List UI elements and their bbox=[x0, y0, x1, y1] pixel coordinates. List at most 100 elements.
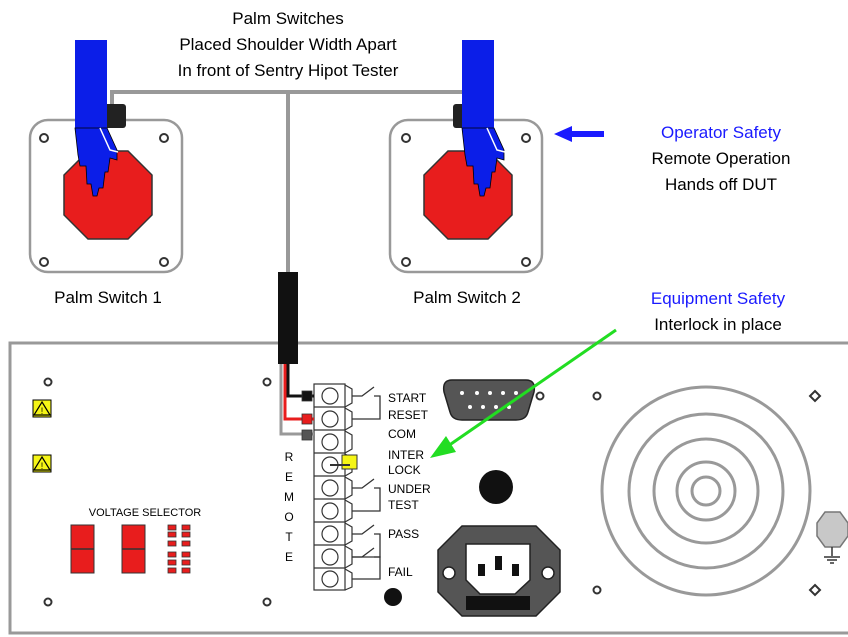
panel-screw-icon bbox=[592, 391, 602, 401]
panel-screw-icon bbox=[808, 583, 822, 597]
ground-stud bbox=[816, 511, 848, 564]
operator-safety-title: Operator Safety bbox=[661, 123, 782, 142]
under-test-contact-symbol bbox=[352, 478, 381, 512]
hipot-tester-rear-panel: ! ! VOLTAGE SELECTOR bbox=[8, 341, 848, 635]
warning-label-2: ! bbox=[32, 454, 52, 473]
terminal-label-fail: FAIL bbox=[388, 565, 413, 579]
equipment-safety-line-1: Interlock in place bbox=[654, 315, 782, 334]
serial-port[interactable] bbox=[442, 379, 536, 421]
hand-arm bbox=[75, 40, 107, 128]
fuse-drawer bbox=[466, 596, 530, 610]
small-knob[interactable] bbox=[384, 588, 402, 606]
interlock-pointer bbox=[430, 328, 617, 458]
terminal-screw-icon bbox=[321, 525, 339, 543]
terminal-label-reset: RESET bbox=[388, 408, 429, 422]
power-inlet[interactable] bbox=[437, 525, 561, 617]
warning-label-1: ! bbox=[32, 399, 52, 418]
terminal-label-pass: PASS bbox=[388, 527, 419, 541]
hand-fingers bbox=[461, 127, 505, 197]
svg-text:!: ! bbox=[41, 406, 44, 416]
remote-letter: E bbox=[285, 550, 293, 564]
terminal-screw-icon bbox=[321, 548, 339, 566]
arrow-left-icon bbox=[554, 126, 604, 142]
inlet-screw-icon bbox=[541, 566, 555, 580]
remote-label: R E M O T E bbox=[284, 450, 294, 564]
header-line-1: Palm Switches bbox=[232, 9, 343, 28]
operator-safety-callout: Operator Safety Remote Operation Hands o… bbox=[554, 123, 790, 194]
fan-grille bbox=[600, 385, 812, 597]
panel-screw-icon bbox=[592, 585, 602, 595]
panel-frame bbox=[8, 341, 848, 635]
palm-switch-2-label: Palm Switch 2 bbox=[413, 288, 521, 307]
voltage-selector: VOLTAGE SELECTOR bbox=[70, 507, 202, 574]
pass-contact-symbol bbox=[352, 524, 381, 558]
mount-hole-icon bbox=[401, 257, 411, 267]
mount-hole-icon bbox=[39, 133, 49, 143]
warning-icon bbox=[32, 400, 52, 416]
header-caption: Palm Switches Placed Shoulder Width Apar… bbox=[178, 9, 399, 80]
mount-hole-icon bbox=[159, 257, 169, 267]
remote-terminal-block bbox=[313, 383, 358, 591]
ground-terminal-knob[interactable] bbox=[479, 470, 513, 504]
hand-icon bbox=[461, 40, 506, 197]
terminal-screw-icon bbox=[321, 433, 339, 451]
ground-symbol-icon bbox=[824, 556, 840, 564]
remote-letter: R bbox=[285, 450, 294, 464]
terminal-screw-icon bbox=[321, 502, 339, 520]
panel-screw-icon bbox=[808, 389, 822, 403]
serial-port-shell bbox=[442, 379, 536, 421]
connector-lug-icon bbox=[301, 390, 313, 402]
terminal-label-inter: INTER bbox=[388, 448, 424, 462]
remote-letter: T bbox=[285, 530, 293, 544]
start-contact-symbol bbox=[352, 386, 381, 420]
voltage-selector-switch[interactable] bbox=[121, 524, 146, 574]
operator-safety-line-2: Hands off DUT bbox=[665, 175, 777, 194]
equipment-safety-title: Equipment Safety bbox=[651, 289, 786, 308]
hand-icon bbox=[74, 40, 119, 197]
remote-letter: M bbox=[284, 490, 294, 504]
equipment-safety-callout: Equipment Safety Interlock in place bbox=[651, 289, 786, 334]
cable-sleeve bbox=[278, 272, 298, 364]
arrow-head-icon bbox=[430, 436, 456, 458]
panel-screw-icon bbox=[262, 597, 272, 607]
terminal-screw-icon bbox=[321, 570, 339, 588]
terminal-screw-icon bbox=[321, 479, 339, 497]
palm-switch-2: Palm Switch 2 bbox=[388, 40, 544, 307]
connector-lug-icon bbox=[301, 413, 313, 425]
voltage-selector-dip-bank bbox=[167, 524, 191, 574]
terminal-screw-icon bbox=[321, 410, 339, 428]
remote-letter: E bbox=[285, 470, 293, 484]
connector-lug-icon bbox=[301, 429, 313, 441]
inlet-screw-icon bbox=[442, 566, 456, 580]
mount-hole-icon bbox=[521, 257, 531, 267]
operator-safety-line-1: Remote Operation bbox=[652, 149, 791, 168]
svg-text:!: ! bbox=[41, 461, 44, 471]
interlock-jumper bbox=[341, 454, 358, 470]
terminal-screw-icon bbox=[321, 387, 339, 405]
voltage-selector-switch[interactable] bbox=[70, 524, 95, 574]
mount-hole-icon bbox=[521, 133, 531, 143]
palm-switch-1: Palm Switch 1 bbox=[28, 40, 184, 307]
relay-contacts bbox=[352, 386, 381, 580]
mount-hole-icon bbox=[401, 133, 411, 143]
ground-stud-nut bbox=[816, 511, 848, 548]
green-arrow-shaft bbox=[447, 328, 617, 448]
panel-screw-icon bbox=[535, 391, 545, 401]
switch-1-connector bbox=[104, 104, 126, 128]
panel-screw-icon bbox=[43, 377, 53, 387]
terminal-label-start: START bbox=[388, 391, 427, 405]
header-line-3: In front of Sentry Hipot Tester bbox=[178, 61, 399, 80]
remote-cable-bundle bbox=[278, 272, 314, 441]
panel-screw-icon bbox=[262, 377, 272, 387]
terminal-label-test: TEST bbox=[388, 498, 419, 512]
terminal-label-lock: LOCK bbox=[388, 463, 421, 477]
terminal-label-com: COM bbox=[388, 427, 416, 441]
terminal-label-under: UNDER bbox=[388, 482, 431, 496]
warning-icon bbox=[32, 455, 52, 471]
voltage-selector-label: VOLTAGE SELECTOR bbox=[89, 507, 202, 519]
hand-arm bbox=[462, 40, 494, 128]
terminal-labels: START RESET COM INTER LOCK UNDER TEST PA… bbox=[388, 391, 431, 579]
header-line-2: Placed Shoulder Width Apart bbox=[179, 35, 397, 54]
palm-switch-1-label: Palm Switch 1 bbox=[54, 288, 162, 307]
